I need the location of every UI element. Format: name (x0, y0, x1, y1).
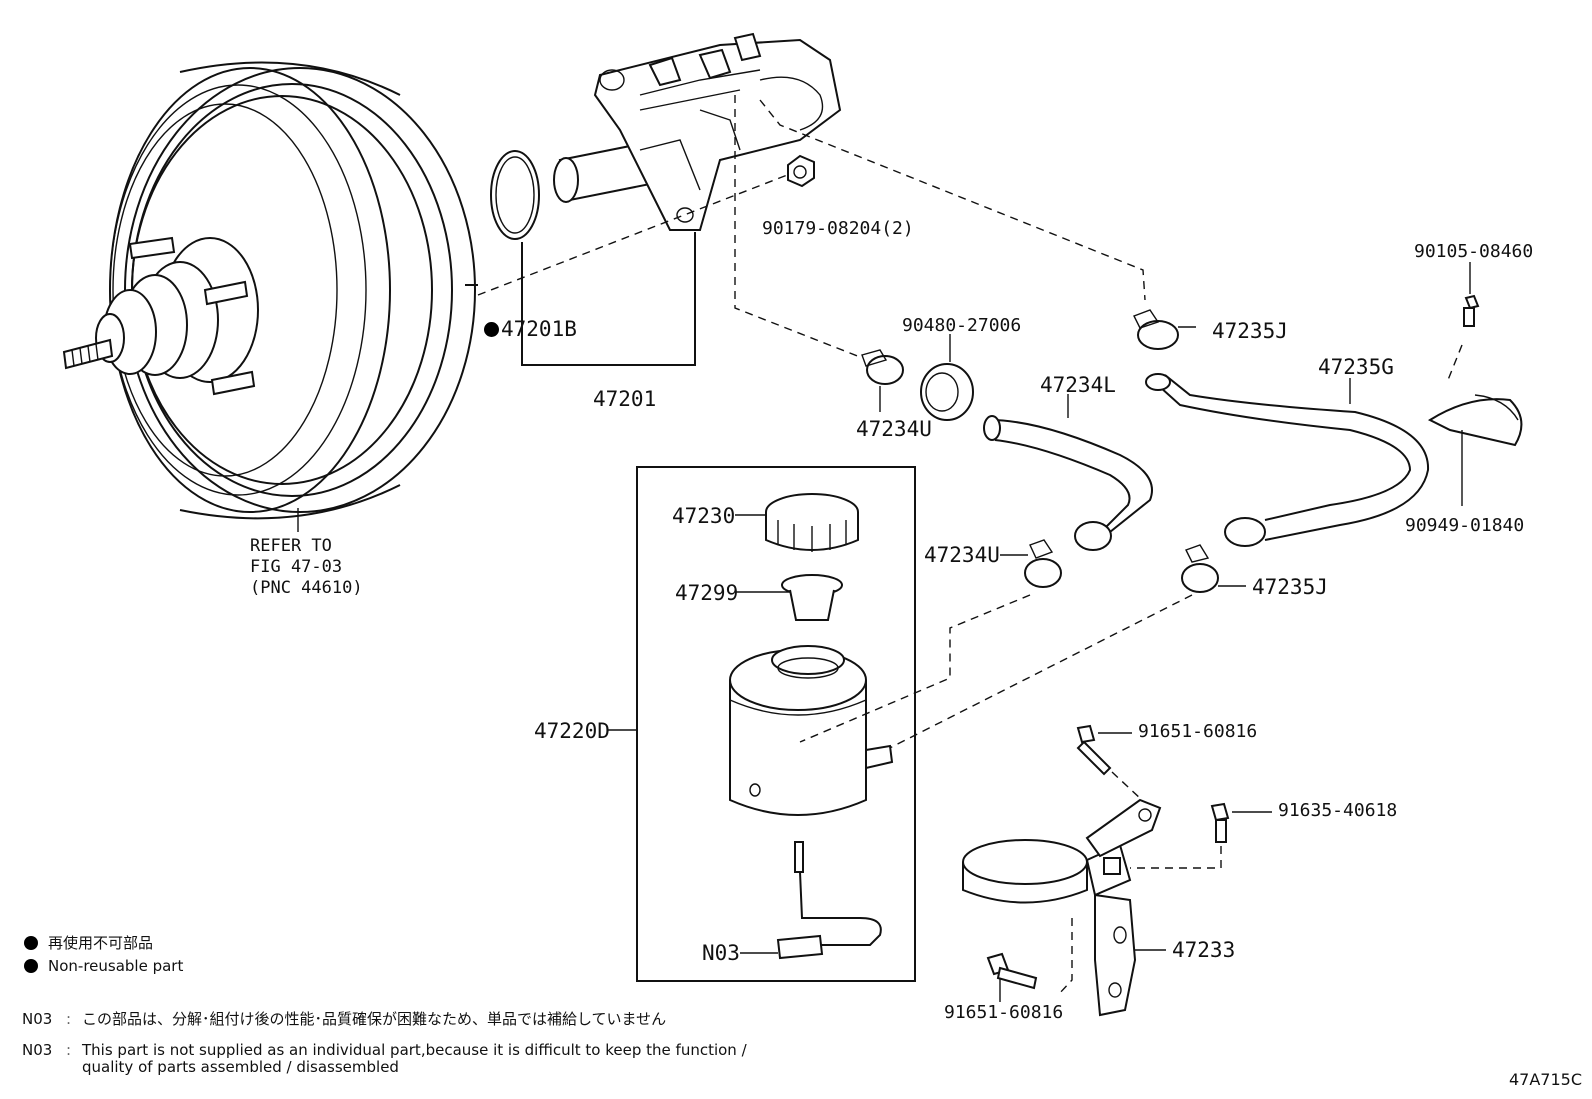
clip-90949-drawing (1427, 394, 1523, 506)
note-jp: N03:この部品は、分解･組付け後の性能･品質確保が困難なため、単品では補給して… (22, 1010, 667, 1028)
bracket-drawing (962, 798, 1166, 1017)
note-en: N03: This part is not supplied as an ind… (22, 1041, 747, 1076)
part-label-90949[interactable]: 90949-01840 (1405, 515, 1525, 536)
part-label-47220d[interactable]: 47220D (534, 719, 610, 743)
bolt-91651-bottom-drawing (986, 952, 1038, 1002)
reservoir-drawing (608, 645, 894, 816)
part-label-90105[interactable]: 90105-08460 (1414, 241, 1534, 262)
part-label-47235j-mid[interactable]: 47235J (1252, 575, 1328, 599)
figure-id: 47A715C (1508, 1070, 1582, 1089)
note-jp-text: この部品は、分解･組付け後の性能･品質確保が困難なため、単品では補給していません (82, 1010, 667, 1028)
part-label-47235g[interactable]: 47235G (1318, 355, 1394, 379)
note-code: N03 (22, 1010, 53, 1028)
non-reusable-marker-icon (24, 936, 38, 950)
note-en-line-1: This part is not supplied as an individu… (82, 1041, 747, 1059)
hose-47234l-drawing (989, 419, 1153, 541)
part-label-47234u-top[interactable]: 47234U (856, 417, 932, 441)
hose-47235g-drawing (1149, 377, 1412, 521)
part-label-47233[interactable]: 47233 (1172, 938, 1236, 962)
clamp-mid-drawing (1000, 539, 1062, 588)
bolt-90105-drawing (1463, 262, 1480, 327)
part-label-47234u-mid[interactable]: 47234U (924, 543, 1000, 567)
part-label-47299[interactable]: 47299 (675, 581, 739, 605)
reference-line-2: FIG 47-03 (250, 557, 343, 577)
legend-jp: 再使用不可部品 (24, 932, 153, 953)
non-reusable-marker-icon (24, 959, 38, 973)
master-cylinder-drawing (553, 32, 842, 231)
level-sensor-drawing (740, 841, 882, 960)
part-label-47201[interactable]: 47201 (593, 387, 657, 411)
grommet-drawing (920, 334, 974, 421)
part-label-47201b[interactable]: 47201B (484, 318, 577, 340)
part-label-91651-bottom[interactable]: 91651-60816 (944, 1002, 1064, 1023)
legend-en: Non-reusable part (24, 957, 183, 975)
bolt-91651-top-drawing (1076, 724, 1132, 776)
part-label-91651-top[interactable]: 91651-60816 (1138, 721, 1258, 742)
o-ring-drawing (490, 150, 540, 240)
part-label-47235j-top[interactable]: 47235J (1212, 319, 1288, 343)
nut-drawing (787, 154, 815, 188)
clamp-top-drawing (861, 349, 904, 412)
reservoir-kit-box (636, 466, 916, 982)
part-label-47234l[interactable]: 47234L (1040, 373, 1116, 397)
bolt-91635-drawing (1210, 802, 1272, 843)
reference-line-1: REFER TO (250, 536, 332, 556)
reference-line-3: (PNC 44610) (250, 578, 363, 598)
reference-note[interactable]: REFER TO FIG 47-03 (PNC 44610) (250, 536, 363, 599)
part-label-90480[interactable]: 90480-27006 (902, 315, 1022, 336)
part-label-n03[interactable]: N03 (702, 941, 740, 965)
strainer-drawing (735, 574, 843, 621)
clamp-47235j-top-drawing (1133, 309, 1196, 350)
note-en-line-2: quality of parts assembled / disassemble… (82, 1058, 399, 1076)
clamp-47235j-mid-drawing (1181, 544, 1246, 593)
part-label-90179[interactable]: 90179-08204(2) (762, 218, 914, 239)
brake-booster-drawing (62, 61, 478, 532)
cap-drawing (735, 493, 859, 552)
part-label-91635[interactable]: 91635-40618 (1278, 800, 1398, 821)
part-label-47230[interactable]: 47230 (672, 504, 736, 528)
note-code: N03 (22, 1041, 53, 1059)
non-reusable-marker-icon (484, 322, 499, 337)
